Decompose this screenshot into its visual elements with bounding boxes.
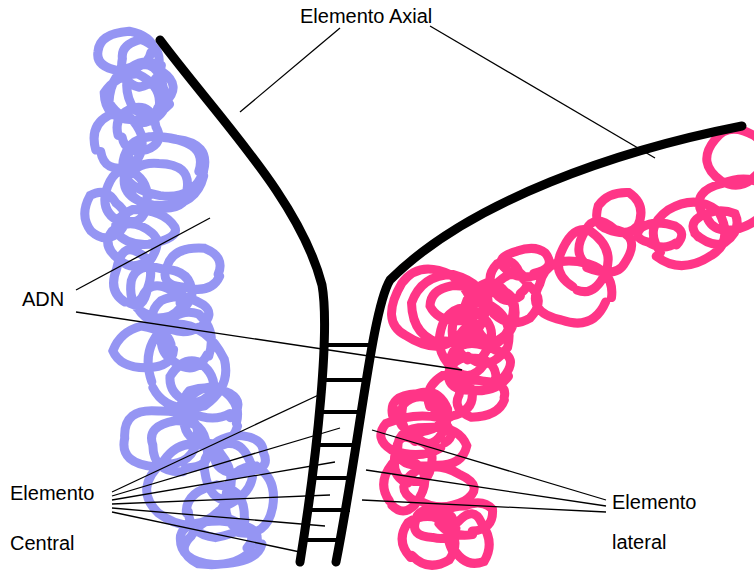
leader-lines xyxy=(76,26,655,552)
dna-label: ADN xyxy=(22,287,82,311)
axial-element-right xyxy=(336,126,742,562)
lateral-element-label: Elemento lateral xyxy=(612,482,712,562)
axial-element-left xyxy=(160,40,325,562)
dna-loop xyxy=(85,31,274,564)
central-element-label: Elemento Central xyxy=(10,468,112,568)
central-element-rungs xyxy=(306,345,372,540)
dna-loops-left xyxy=(85,31,274,564)
axial-element-label: Elemento Axial xyxy=(300,4,490,28)
